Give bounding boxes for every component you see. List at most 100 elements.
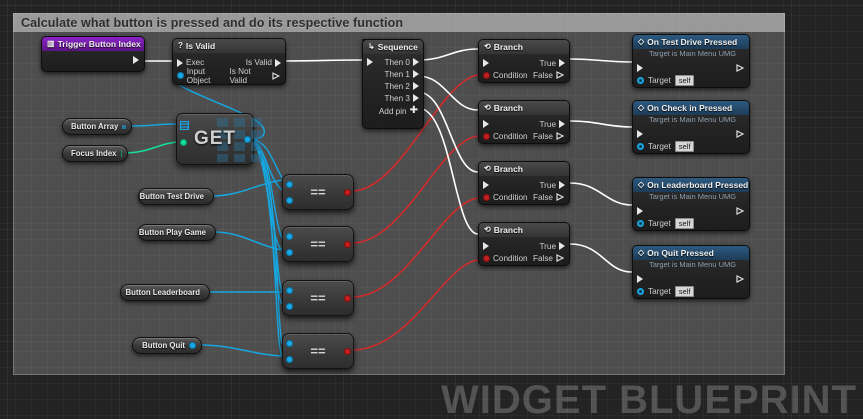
var-button-array[interactable]: Button Array [62,118,132,135]
exec-out-valid-pin[interactable] [275,58,281,67]
target-in-pin[interactable] [637,220,644,227]
index-in-pin[interactable] [180,139,187,146]
exec-out-pin[interactable] [133,56,139,64]
equals-in-a-pin[interactable] [286,340,293,347]
node-on-test-drive-pressed[interactable]: ◇ On Test Drive Pressed Target is Main M… [632,34,750,88]
node-equals-4[interactable]: == [282,333,354,369]
exec-out-true-pin[interactable] [559,242,565,250]
pin-label-target: Target [648,76,671,85]
exec-out-notvalid-pin[interactable] [272,71,281,80]
equals-in-b-pin[interactable] [286,249,293,256]
exec-in-pin[interactable] [483,120,489,128]
get-decoration [217,118,262,162]
equals-out-pin[interactable] [344,241,351,248]
exec-out-false-pin[interactable] [556,71,565,79]
var-button-play-game[interactable]: Button Play Game [138,224,216,241]
pin-label-exec: Exec [186,58,205,67]
comment-title-bar[interactable] [13,13,785,32]
exec-out-then3-pin[interactable] [413,94,419,102]
exec-out-true-pin[interactable] [559,181,565,189]
target-value-field[interactable]: self [674,75,695,86]
function-icon: ◇ [638,103,645,112]
node-on-check-in-pressed[interactable]: ◇ On Check in Pressed Target is Main Men… [632,100,750,154]
node-get-array-element[interactable]: GET [176,113,262,165]
object-in-pin[interactable] [177,72,184,79]
array-out-pin[interactable] [122,123,126,131]
equals-in-b-pin[interactable] [286,356,293,363]
target-value-field[interactable]: self [674,286,695,297]
node-on-leaderboard-pressed[interactable]: ◇ On Leaderboard Pressed Target is Main … [632,177,750,231]
pin-label-condition: Condition [493,253,528,263]
pin-label-true: True [539,119,556,129]
equals-out-pin[interactable] [344,348,351,355]
node-trigger-button-index[interactable]: ▥ Trigger Button Index [41,36,145,72]
node-on-quit-pressed[interactable]: ◇ On Quit Pressed Target is Main Menu UM… [632,245,750,299]
exec-out-pin[interactable] [736,206,745,215]
target-value-field[interactable]: self [674,218,695,229]
exec-out-then1-pin[interactable] [413,70,419,78]
equals-out-pin[interactable] [344,295,351,302]
exec-out-then0-pin[interactable] [413,58,419,66]
exec-out-true-pin[interactable] [559,120,565,128]
exec-out-false-pin[interactable] [556,132,565,140]
exec-in-pin[interactable] [483,59,489,67]
node-title: Branch [493,42,523,52]
exec-out-false-pin[interactable] [556,193,565,201]
var-button-leaderboard[interactable]: Button Leaderboard [120,284,210,301]
equals-out-pin[interactable] [344,189,351,196]
target-in-pin[interactable] [637,77,644,84]
target-value-field[interactable]: self [674,141,695,152]
exec-out-true-pin[interactable] [559,59,565,67]
function-icon: ◇ [638,37,645,46]
node-is-valid[interactable]: ? Is Valid Exec Is Valid Input Object Is… [172,38,286,85]
exec-in-pin[interactable] [483,242,489,250]
exec-in-pin[interactable] [637,63,643,72]
node-equals-1[interactable]: == [282,174,354,210]
var-focus-index[interactable]: Focus Index [62,145,128,162]
exec-in-pin[interactable] [177,58,183,67]
node-branch-3[interactable]: ⟲ Branch True Condition False [478,161,570,205]
condition-in-pin[interactable] [483,254,490,262]
equals-in-b-pin[interactable] [286,197,293,204]
target-in-pin[interactable] [637,288,644,295]
exec-out-pin[interactable] [736,129,745,138]
node-branch-2[interactable]: ⟲ Branch True Condition False [478,100,570,144]
target-in-pin[interactable] [637,143,644,150]
pin-label-input-object: Input Object [186,66,211,85]
exec-in-pin[interactable] [637,129,643,138]
equals-in-a-pin[interactable] [286,233,293,240]
equals-in-b-pin[interactable] [286,303,293,310]
node-sequence[interactable]: ↳ Sequence Then 0 Then 1 Then 2 Then 3 [362,39,424,129]
exec-in-pin[interactable] [367,58,373,66]
element-out-pin[interactable] [244,136,251,143]
node-branch-4[interactable]: ⟲ Branch True Condition False [478,222,570,266]
var-label: Button Leaderboard [125,288,200,297]
object-out-pin[interactable] [189,342,196,349]
int-out-pin[interactable] [120,150,122,157]
node-equals-2[interactable]: == [282,226,354,262]
exec-in-pin[interactable] [637,274,643,283]
var-button-test-drive[interactable]: Button Test Drive [138,188,214,205]
exec-out-pin[interactable] [736,63,745,72]
exec-in-pin[interactable] [483,181,489,189]
sequence-icon: ↳ [368,42,375,51]
node-equals-3[interactable]: == [282,280,354,316]
node-title: Sequence [377,42,418,52]
node-branch-1[interactable]: ⟲ Branch True Condition False [478,39,570,83]
exec-out-then2-pin[interactable] [413,82,419,90]
equals-in-a-pin[interactable] [286,181,293,188]
array-in-pin[interactable] [180,121,189,130]
condition-in-pin[interactable] [483,193,490,201]
exec-out-false-pin[interactable] [556,254,565,262]
pin-label-false: False [532,70,553,80]
condition-in-pin[interactable] [483,71,490,79]
condition-in-pin[interactable] [483,132,490,140]
add-pin-icon[interactable]: ✚ [409,105,418,116]
var-button-quit[interactable]: Button Quit [132,337,202,354]
exec-out-pin[interactable] [736,274,745,283]
equals-in-a-pin[interactable] [286,287,293,294]
comment-title-text: Calculate what button is pressed and do … [21,16,404,30]
exec-in-pin[interactable] [637,206,643,215]
node-title: Trigger Button Index [57,39,141,49]
